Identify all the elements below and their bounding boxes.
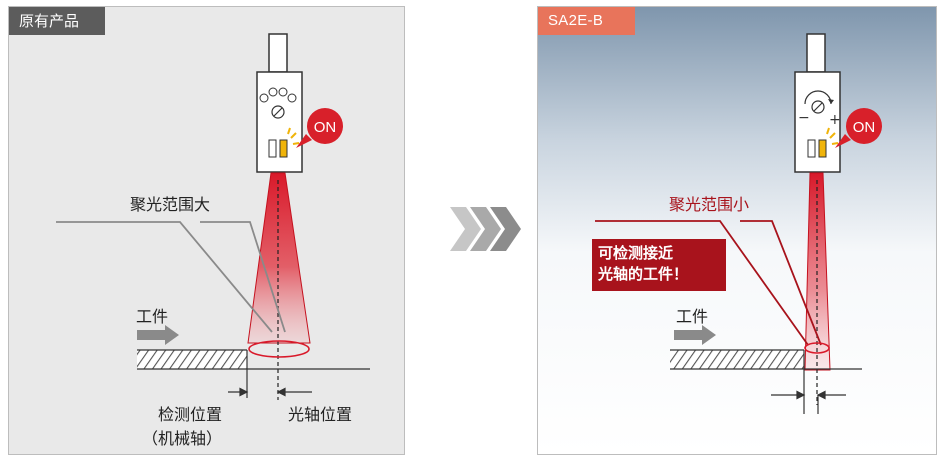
left-light-beam: [247, 172, 311, 344]
left-work-label: 工件: [136, 307, 168, 326]
sa2e-b-panel: SA2E-B: [537, 6, 937, 455]
led-glow-icon: [826, 127, 839, 145]
left-dimension-marks: [228, 369, 312, 398]
original-product-panel: 原有产品: [8, 6, 405, 455]
left-sensor: [256, 33, 303, 173]
plus-sign: +: [829, 112, 841, 128]
callout-near-axis-detection: 可检测接近 光轴的工件！: [592, 239, 726, 291]
right-focus-leader-b: [740, 220, 822, 346]
right-work-label: 工件: [676, 307, 708, 326]
callout-line-2: 光轴的工件！: [598, 265, 689, 283]
left-focus-leader-a: [56, 221, 273, 333]
left-work-arrow-icon: [137, 325, 179, 345]
sensor-cable: [268, 33, 288, 73]
indicator-off: [268, 139, 277, 158]
indicator-led-on: [279, 139, 288, 158]
right-dimension-marks: [771, 369, 846, 414]
right-focus-label: 聚光范围小: [669, 195, 749, 214]
right-workpiece: [670, 350, 804, 369]
right-on-badge: ON: [835, 108, 882, 148]
sensor-body: [794, 71, 841, 173]
left-detect-label: 检测位置: [158, 405, 222, 424]
right-work-arrow-icon: [674, 325, 716, 345]
trimmer-icon: [271, 105, 285, 119]
right-sensor: − +: [794, 33, 841, 173]
left-focus-label: 聚光范围大: [130, 195, 210, 214]
right-focus-leader-a: [595, 220, 809, 346]
callout-line-1: 可检测接近: [598, 244, 674, 262]
adjust-dial-icon: [804, 90, 834, 114]
led-glow-icon: [287, 127, 300, 145]
left-on-badge: ON: [296, 108, 343, 148]
adjust-dots-icon: [259, 87, 297, 103]
left-focus-leader-b: [200, 221, 286, 333]
minus-sign: −: [798, 110, 810, 126]
right-light-spot: [804, 342, 830, 354]
left-on-label: ON: [314, 119, 337, 136]
right-on-label: ON: [853, 119, 876, 136]
left-optical-label: 光轴位置: [288, 405, 352, 424]
left-light-spot: [248, 340, 310, 358]
left-mechanical-axis-label: （机械轴）: [142, 429, 222, 448]
indicator-off: [807, 139, 816, 158]
sa2e-b-tag: SA2E-B: [538, 7, 635, 35]
indicator-led-on: [818, 139, 827, 158]
left-workpiece: [137, 350, 247, 369]
sensor-cable: [806, 33, 826, 73]
original-product-tag: 原有产品: [9, 7, 105, 35]
compare-chevrons-icon: [450, 207, 521, 251]
